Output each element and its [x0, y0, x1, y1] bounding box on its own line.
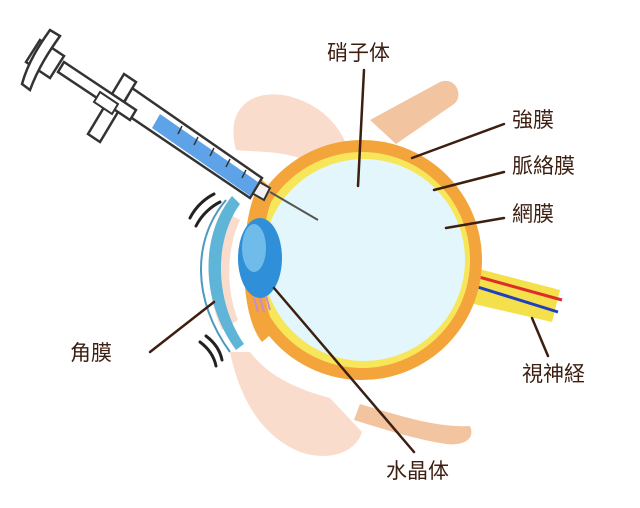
cornea [208, 196, 244, 350]
syringe [20, 28, 319, 221]
label-cornea: 角膜 [70, 341, 112, 365]
label-vitreous: 硝子体 [327, 41, 390, 65]
label-sclera: 強膜 [512, 108, 554, 132]
leader-retina [444, 216, 506, 230]
syringe-needle [269, 191, 319, 221]
label-retina: 網膜 [512, 202, 554, 226]
label-lens: 水晶体 [386, 459, 449, 483]
cornea-edge [200, 199, 231, 353]
artery-line [467, 272, 563, 302]
leader-cornea [148, 300, 216, 354]
syringe-thumb-pad [20, 28, 62, 93]
leader-lines [148, 68, 550, 454]
vitreous-body [263, 159, 465, 361]
lens-highlight [242, 224, 266, 272]
extraocular-muscle [354, 80, 472, 445]
leader-choroid [432, 170, 506, 192]
vein-line [467, 282, 559, 314]
label-choroid: 脈絡膜 [512, 154, 575, 178]
label-optic-nerve: 視神経 [522, 362, 585, 386]
syringe-liquid [152, 114, 258, 196]
syringe-plunger-stopper [92, 90, 120, 116]
leader-optic [530, 316, 550, 358]
eyelash-marks [188, 192, 224, 368]
leader-lens [272, 286, 416, 454]
leader-vitreous [356, 68, 366, 188]
leader-sclera [410, 122, 506, 160]
syringe-scale [177, 125, 247, 179]
zonule-fibers [253, 295, 271, 313]
